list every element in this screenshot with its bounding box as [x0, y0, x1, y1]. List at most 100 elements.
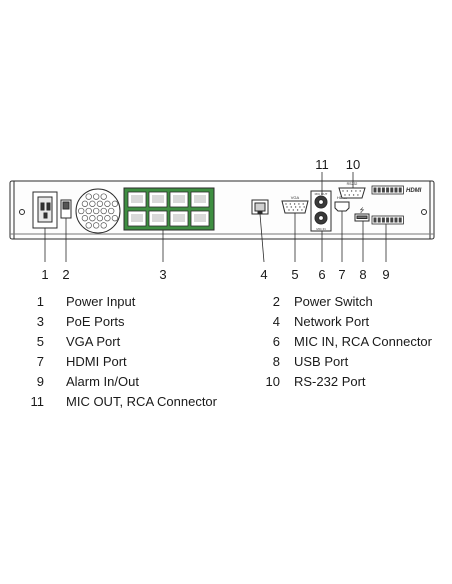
legend-label: USB Port — [294, 354, 349, 369]
rs232-pin — [348, 194, 350, 196]
poe-port-inner — [152, 195, 164, 203]
fan-hole — [93, 207, 100, 215]
callout-number-10: 10 — [346, 157, 360, 172]
vga-pin — [303, 206, 305, 208]
mic-out-label: MIC OUT — [315, 192, 328, 196]
vga-pin — [290, 206, 292, 208]
alarm-terminal-pin — [377, 187, 381, 193]
callout-number-6: 6 — [318, 267, 325, 282]
fan-hole — [100, 222, 107, 229]
hdmi-logo: HDMI — [406, 188, 422, 194]
legend-number: 11 — [30, 394, 45, 409]
legend-label: RS-232 Port — [294, 374, 366, 389]
alarm-terminal-pin — [381, 217, 385, 223]
vga-pin — [302, 203, 304, 205]
legend-number: 6 — [272, 334, 280, 349]
poe-port-inner — [173, 195, 185, 203]
poe-port-inner — [194, 195, 206, 203]
legend-number: 5 — [36, 334, 44, 349]
callout-line-4 — [259, 213, 265, 263]
alarm-terminal-pin — [394, 187, 398, 193]
alarm-terminal-pin — [390, 187, 394, 193]
vga-pin — [298, 203, 300, 205]
alarm-terminal-pin — [398, 217, 402, 223]
rs232-port: RS232 — [338, 182, 366, 199]
callout-number-2: 2 — [62, 267, 69, 282]
fan-hole — [81, 200, 89, 207]
poe-port-block — [123, 187, 215, 231]
fan-hole — [81, 215, 89, 222]
usb-icon: ⭍ — [360, 206, 365, 214]
rs232-pin — [355, 190, 357, 192]
network-port — [251, 199, 269, 215]
rs232-pin — [357, 194, 359, 196]
alarm-terminals — [371, 185, 404, 225]
fan-hole — [104, 215, 111, 222]
rs232-pin — [344, 194, 346, 196]
rs232-pin — [352, 194, 355, 196]
poe-port-inner — [152, 214, 164, 222]
alarm-terminal-pin — [373, 217, 377, 223]
fan-hole — [85, 193, 92, 200]
fan-hole — [96, 215, 104, 222]
alarm-terminal-pin — [390, 217, 394, 223]
legend-label: PoE Ports — [66, 314, 125, 329]
legend-number: 10 — [265, 374, 280, 389]
legend-label: Network Port — [294, 314, 370, 329]
legend-number: 2 — [272, 294, 280, 309]
callout-number-11: 11 — [315, 157, 329, 172]
rs232-pin — [346, 190, 348, 192]
legend-label: VGA Port — [66, 334, 121, 349]
fan-hole — [78, 207, 85, 215]
legend-number: 1 — [36, 294, 44, 309]
callout-number-4: 4 — [260, 267, 267, 282]
rs232-label: RS232 — [347, 182, 358, 186]
vga-pin — [296, 209, 299, 211]
vga-pin — [299, 206, 301, 208]
legend-number: 4 — [272, 314, 280, 329]
fan-hole — [93, 222, 100, 229]
fan-hole — [104, 200, 111, 207]
poe-port-inner — [131, 214, 143, 222]
poe-port-inner — [131, 195, 143, 203]
rs232-pin — [350, 190, 353, 192]
legend-number: 7 — [36, 354, 44, 369]
poe-port-inner — [194, 214, 206, 222]
fan-hole — [93, 193, 100, 200]
mic-in-label: MIC IN — [316, 227, 325, 231]
legend-number: 8 — [272, 354, 280, 369]
alarm-terminal-pin — [373, 187, 377, 193]
legend-number: 3 — [36, 314, 44, 329]
fan-hole — [100, 193, 107, 200]
callout-number-9: 9 — [382, 267, 389, 282]
vga-pin — [289, 203, 291, 205]
legend-label: MIC OUT, RCA Connector — [66, 394, 217, 409]
vga-pin — [301, 209, 303, 211]
alarm-terminal-pin — [377, 217, 381, 223]
fan-grille — [75, 188, 121, 234]
vga-pin — [288, 209, 290, 211]
vga-port: VGA — [281, 195, 309, 214]
rs232-pin — [342, 190, 344, 192]
legend-label: Power Switch — [294, 294, 373, 309]
mic-connectors: MIC OUT MIC IN — [310, 190, 332, 232]
callout-number-3: 3 — [159, 267, 166, 282]
vga-label: VGA — [291, 195, 300, 200]
vga-pin — [294, 206, 297, 208]
fan-hole — [111, 200, 119, 207]
alarm-terminal-pin — [386, 187, 390, 193]
callout-number-5: 5 — [291, 267, 298, 282]
legend-number: 9 — [36, 374, 44, 389]
vga-pin — [292, 209, 294, 211]
fan-hole — [108, 207, 115, 215]
legend-label: MIC IN, RCA Connector — [294, 334, 432, 349]
fan-hole — [100, 207, 107, 215]
usb-port: ⭍ — [354, 206, 370, 222]
fan-hole — [111, 215, 119, 222]
callout-number-1: 1 — [41, 267, 48, 282]
alarm-terminal-pin — [398, 187, 402, 193]
alarm-terminal-pin — [394, 217, 398, 223]
legend-label: HDMI Port — [66, 354, 127, 369]
legend-label: Power Input — [66, 294, 136, 309]
poe-port-inner — [173, 214, 185, 222]
